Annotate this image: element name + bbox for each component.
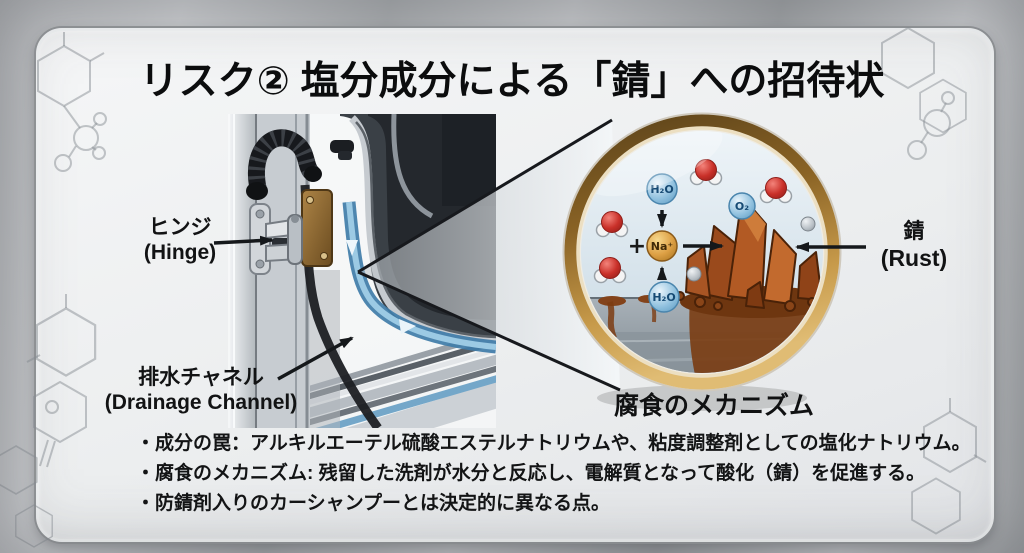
reaction-scheme: H₂O O₂ H₂O Na⁺ +: [628, 173, 756, 313]
water-flow-arrow-icon: [399, 319, 416, 334]
na-ion-label: Na⁺: [651, 240, 674, 253]
bullet-list: ・成分の罠：アルキルエーテル硫酸エステルナトリウムや、粘度調整剤としての塩化ナト…: [136, 429, 971, 519]
drainage-arrow: [277, 336, 354, 381]
hinge-label-jp: ヒンジ: [148, 216, 212, 239]
slide-title: リスク② 塩分成分による「錆」への招待状: [139, 60, 885, 103]
label-arrows: [213, 235, 866, 381]
hinge-mount-plate: [301, 189, 333, 267]
water-flow-arrow-icon: [346, 240, 358, 256]
sodium-ion-icon: [646, 230, 678, 262]
plus-sign: +: [628, 234, 646, 259]
wiring-conduit: [246, 129, 354, 200]
lens-glass-highlight: [587, 131, 723, 197]
metal-atom-icon: [800, 216, 816, 232]
metal-atom-icon: [686, 266, 702, 282]
magnifier-callout: [357, 118, 621, 392]
rust-label-jp: 錆: [903, 220, 925, 243]
h2o-sphere-icon: [646, 173, 678, 205]
h2o-sphere-icon: [648, 281, 680, 313]
magnifier-lens: H₂O O₂ H₂O Na⁺ +: [562, 112, 842, 411]
bullet-item: ・成分の罠：アルキルエーテル硫酸エステルナトリウムや、粘度調整剤としての塩化ナト…: [136, 433, 971, 454]
hinge-label: ヒンジ (Hinge): [120, 216, 240, 266]
hinge-label-en: (Hinge): [143, 240, 217, 264]
bullet-item: ・防錆剤入りのカーシャンプーとは決定的に異なる点。: [136, 493, 611, 514]
lens-caption: 腐食のメカニズム: [613, 392, 814, 420]
drainage-channel-label: 排水チャネル (Drainage Channel): [95, 366, 307, 416]
drainage-channel-graphic: [342, 201, 496, 354]
drainage-label-jp: 排水チャネル: [138, 366, 264, 389]
h2o-bottom-label: H₂O: [652, 291, 675, 304]
drainage-label-en: (Drainage Channel): [104, 390, 298, 414]
h2o-top-label: H₂O: [650, 183, 673, 196]
bullet-item: ・腐食のメカニズム: 残留した洗剤が水分と反応し、電解質となって酸化（錆）を促進…: [136, 463, 926, 484]
rust-label: 錆 (Rust): [856, 220, 972, 272]
rust-crystals: [675, 195, 823, 312]
o2-sphere-icon: [728, 192, 756, 220]
lens-gold-rim: [564, 114, 840, 390]
rust-label-en: (Rust): [880, 244, 948, 271]
o2-label: O₂: [735, 200, 749, 213]
hinge-arrow: [213, 235, 274, 246]
